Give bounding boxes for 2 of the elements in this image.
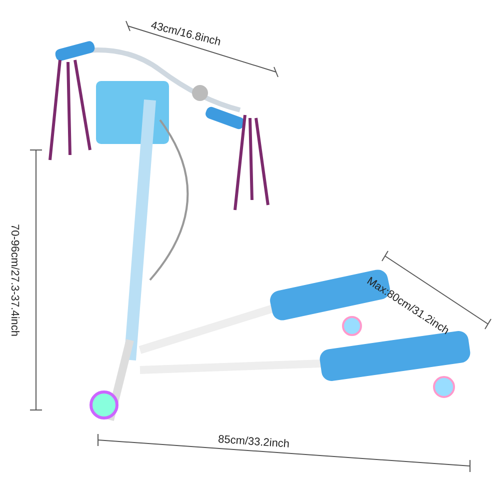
- dimension-label: 85cm/33.2inch: [218, 432, 290, 452]
- dimension-label: 70-96cm/27.3-37.4inch: [7, 222, 22, 338]
